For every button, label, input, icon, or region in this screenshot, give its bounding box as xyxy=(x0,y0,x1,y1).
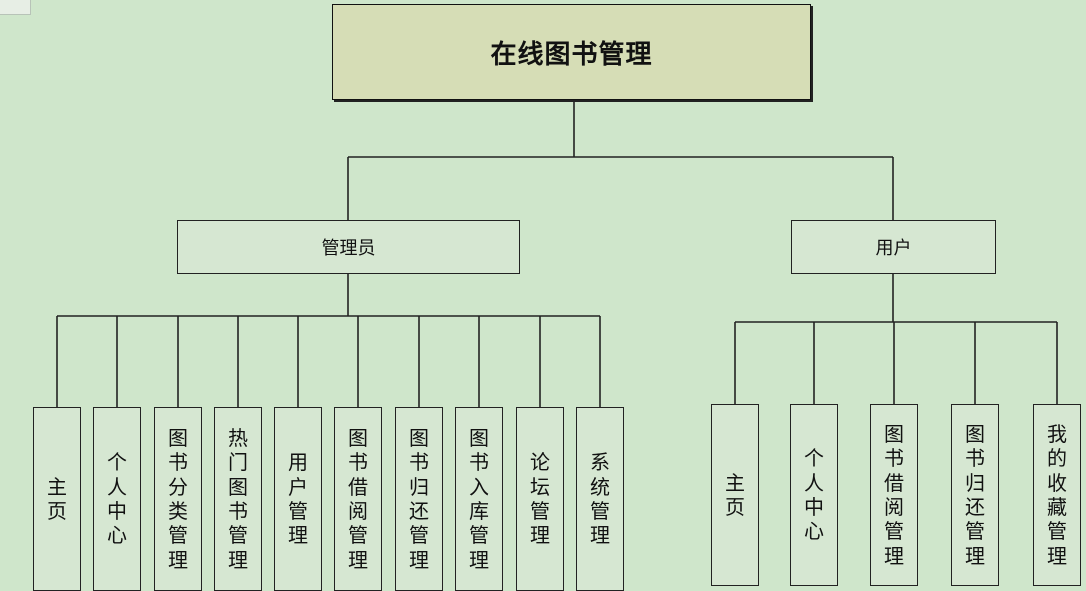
user-item-profile-label: 个 人 中 心 xyxy=(804,446,824,544)
user-role-node: 用户 xyxy=(791,220,996,274)
root-title: 在线图书管理 xyxy=(490,39,653,70)
admin-item-profile-label: 个 人 中 心 xyxy=(107,450,127,548)
admin-item-home-label: 主 页 xyxy=(47,474,67,523)
admin-item-user-management-label: 用 户 管 理 xyxy=(288,450,308,548)
admin-item-profile: 个 人 中 心 xyxy=(93,407,141,591)
root-node: 在线图书管理 xyxy=(332,4,811,100)
admin-item-popular-books: 热 门 图 书 管 理 xyxy=(214,407,262,591)
user-item-favorites: 我 的 收 藏 管 理 xyxy=(1033,404,1081,586)
admin-item-borrowing: 图 书 借 阅 管 理 xyxy=(334,407,382,591)
admin-role-label: 管理员 xyxy=(321,238,376,259)
user-role-label: 用户 xyxy=(875,238,912,259)
admin-item-returns: 图 书 归 还 管 理 xyxy=(395,407,443,591)
corner-tab xyxy=(0,0,31,15)
admin-role-node: 管理员 xyxy=(177,220,520,274)
admin-item-system-label: 系 统 管 理 xyxy=(590,450,610,548)
admin-item-popular-books-label: 热 门 图 书 管 理 xyxy=(228,425,248,572)
user-item-returns: 图 书 归 还 管 理 xyxy=(951,404,999,586)
user-item-favorites-label: 我 的 收 藏 管 理 xyxy=(1047,421,1067,568)
user-item-borrowing-label: 图 书 借 阅 管 理 xyxy=(884,421,904,568)
admin-item-forum: 论 坛 管 理 xyxy=(516,407,564,591)
admin-item-returns-label: 图 书 归 还 管 理 xyxy=(409,425,429,572)
admin-item-user-management: 用 户 管 理 xyxy=(274,407,322,591)
admin-item-stock-in-label: 图 书 入 库 管 理 xyxy=(469,425,489,572)
user-item-profile: 个 人 中 心 xyxy=(790,404,838,586)
admin-item-stock-in: 图 书 入 库 管 理 xyxy=(455,407,503,591)
admin-item-book-category: 图 书 分 类 管 理 xyxy=(154,407,202,591)
user-item-home: 主 页 xyxy=(711,404,759,586)
user-item-returns-label: 图 书 归 还 管 理 xyxy=(965,421,985,568)
admin-item-home: 主 页 xyxy=(33,407,81,591)
admin-item-system: 系 统 管 理 xyxy=(576,407,624,591)
user-item-home-label: 主 页 xyxy=(725,470,745,519)
admin-item-forum-label: 论 坛 管 理 xyxy=(530,450,550,548)
admin-item-borrowing-label: 图 书 借 阅 管 理 xyxy=(348,425,368,572)
user-item-borrowing: 图 书 借 阅 管 理 xyxy=(870,404,918,586)
admin-item-book-category-label: 图 书 分 类 管 理 xyxy=(168,425,188,572)
